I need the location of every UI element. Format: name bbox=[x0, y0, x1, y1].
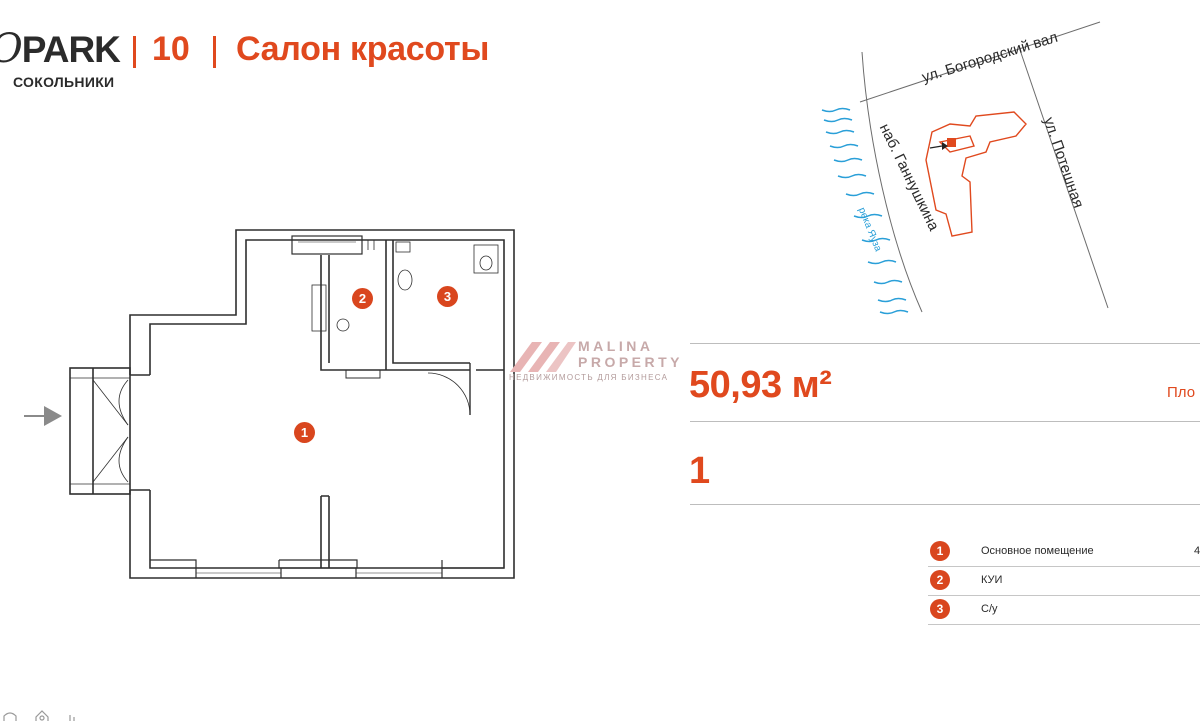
map-entrance-arrow-icon bbox=[929, 142, 948, 150]
area-value: 50,93 м² bbox=[689, 364, 832, 406]
river-icon bbox=[821, 107, 909, 315]
room-2-badge: 2 bbox=[352, 288, 373, 309]
watermark-line-1: MALINA bbox=[578, 338, 654, 354]
watermark-logo-icon bbox=[510, 342, 576, 372]
room-legend: 1 Основное помещение 4 2 КУИ 3 С/у bbox=[928, 538, 1200, 625]
rooms-value: 1 bbox=[689, 450, 711, 492]
legend-room-name: Основное помещение bbox=[981, 545, 1094, 557]
room-1-badge: 1 bbox=[294, 422, 315, 443]
watermark: MALINA PROPERTY НЕДВИЖИМОСТЬ ДЛЯ БИЗНЕСА bbox=[508, 336, 708, 386]
legend-room-value: 4 bbox=[1194, 545, 1200, 557]
watermark-line-2: PROPERTY bbox=[578, 354, 684, 370]
legend-badge: 3 bbox=[930, 599, 950, 619]
watermark-line-3: НЕДВИЖИМОСТЬ ДЛЯ БИЗНЕСА bbox=[509, 373, 669, 382]
location-map-drawing bbox=[821, 21, 1109, 315]
entrance-arrow-icon bbox=[24, 406, 62, 426]
divider bbox=[690, 421, 1200, 422]
room-3-badge: 3 bbox=[437, 286, 458, 307]
unit-location-marker bbox=[947, 138, 956, 147]
divider bbox=[690, 504, 1200, 505]
home-icon bbox=[3, 712, 17, 721]
floor-plan-drawing bbox=[24, 229, 515, 579]
building-outline bbox=[925, 111, 1027, 237]
legend-row: 3 С/у bbox=[928, 596, 1200, 625]
legend-badge: 1 bbox=[930, 541, 950, 561]
header-divider bbox=[133, 36, 136, 68]
legend-row: 2 КУИ bbox=[928, 567, 1200, 596]
legend-badge: 2 bbox=[930, 570, 950, 590]
legend-room-name: С/у bbox=[981, 603, 998, 615]
area-label: Пло bbox=[1167, 384, 1196, 401]
divider bbox=[690, 343, 1200, 344]
legend-room-name: КУИ bbox=[981, 574, 1003, 586]
legend-row: 1 Основное помещение 4 bbox=[928, 538, 1200, 567]
unit-number: 10 bbox=[152, 30, 190, 68]
settings-icon bbox=[35, 710, 49, 721]
header-divider bbox=[213, 36, 216, 68]
bottom-toolbar bbox=[0, 708, 110, 721]
location-map: ул. Богородский вал ул. Потешная наб. Га… bbox=[800, 20, 1200, 330]
share-icon bbox=[69, 715, 75, 721]
brand-subtitle: СОКОЛЬНИКИ bbox=[13, 74, 115, 90]
page-title: Салон красоты bbox=[236, 30, 490, 68]
brand-name: OPARK bbox=[0, 26, 121, 72]
floor-plan: 1 2 3 bbox=[0, 220, 540, 600]
